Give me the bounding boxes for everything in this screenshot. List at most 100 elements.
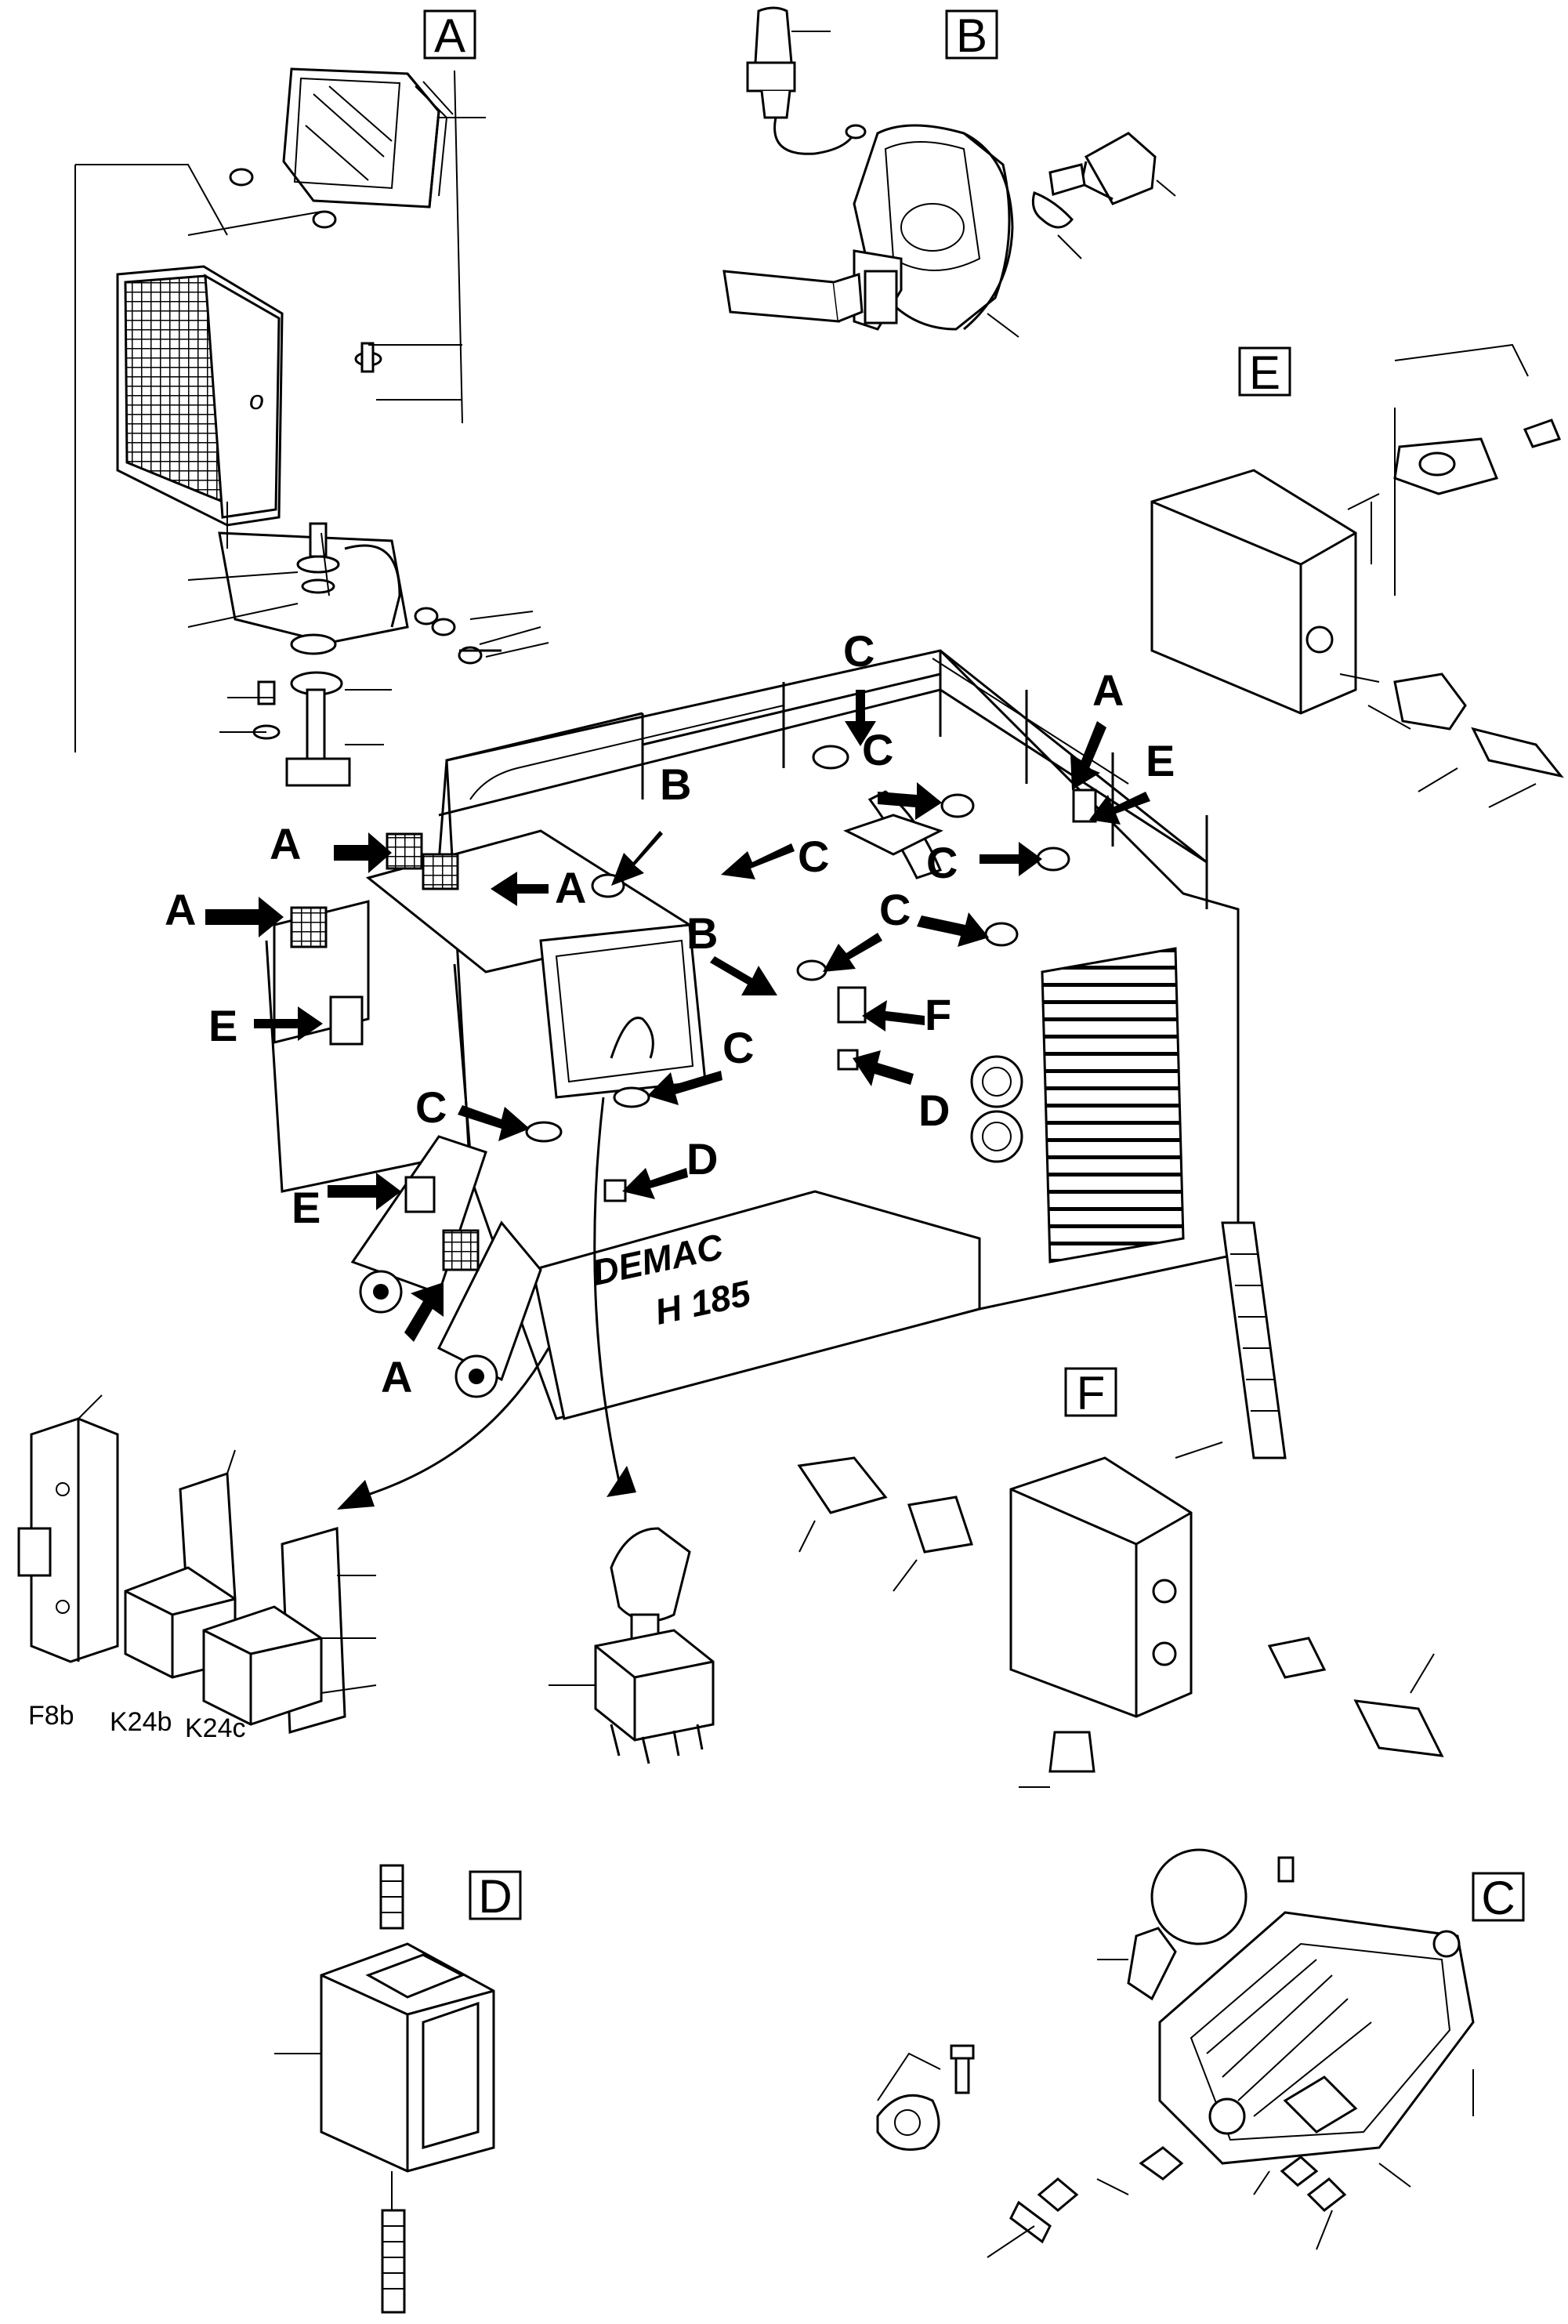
arrow-f [862, 1000, 925, 1031]
engine-louvers [1041, 947, 1185, 1264]
section-b-title-box [945, 9, 998, 60]
junction-box-e [1150, 469, 1357, 715]
switch-body [594, 1629, 715, 1742]
lamp-a2 [422, 853, 459, 890]
section-d-title-box [469, 1870, 522, 1920]
callout-c5: C [722, 1023, 754, 1072]
arrow-b2 [710, 956, 777, 995]
relay-label-f8b: F8b [28, 1701, 74, 1731]
mounting-post [306, 688, 326, 770]
section-f-title-box [1064, 1367, 1117, 1417]
arrow-c5 [917, 912, 989, 947]
section-f-junction-box: F [797, 1367, 1444, 1788]
junction-box-f [1009, 1456, 1193, 1718]
callout-e2: E [292, 1183, 320, 1232]
section-f-title: F [1077, 1367, 1106, 1419]
callout-e3: E [1146, 736, 1175, 785]
callout-a5: A [1092, 665, 1124, 715]
rubber-pad [722, 270, 840, 323]
machine-overview: DEMAC H 185 [265, 649, 1287, 1459]
callout-c2: C [798, 832, 829, 881]
arrow-c8 [647, 1071, 722, 1105]
section-e-junction-box: E [1150, 343, 1564, 808]
section-a-title-box [423, 9, 476, 60]
box-e1 [329, 995, 364, 1046]
section-e-title-box [1238, 346, 1291, 397]
callout-c4: C [879, 885, 911, 934]
callout-c1: C [843, 626, 875, 676]
callout-c7: C [862, 725, 893, 774]
arrow-c6 [823, 933, 882, 972]
callout-a4: A [381, 1352, 412, 1401]
box-f [837, 986, 867, 1024]
callouts: A A A A A B B C C C C C C C D D E E E F [165, 626, 1175, 1401]
relay-group: F8b K24b K24c [17, 1394, 377, 1743]
arrow-a3 [205, 897, 284, 937]
svg-text:o: o [249, 386, 264, 415]
section-b-headlamp: B [722, 6, 1176, 338]
section-a-work-lights: A o [74, 9, 549, 787]
section-d-toggle-switch: D [274, 1864, 522, 2314]
callout-b2: B [686, 908, 718, 958]
section-e-title: E [1249, 346, 1280, 399]
side-panel [531, 1190, 981, 1420]
section-b-title: B [956, 9, 987, 62]
fan-upper [970, 1055, 1023, 1108]
marker-bulb [1150, 1848, 1248, 1945]
fan-lower [970, 1110, 1023, 1163]
arrow-d1 [853, 1050, 914, 1086]
arrow-c2 [878, 782, 942, 820]
halogen-bulb [754, 6, 793, 64]
arrow-a2 [491, 872, 549, 906]
spring-washer [1031, 191, 1074, 229]
gland-f2 [1267, 1637, 1327, 1679]
callout-c6: C [415, 1082, 447, 1132]
cable-end-f [1353, 1699, 1444, 1757]
callout-d1: D [918, 1086, 950, 1135]
gland-f1 [907, 1496, 973, 1554]
callout-f: F [925, 990, 951, 1039]
lamp-a3 [290, 906, 328, 948]
arrow-c4 [980, 842, 1042, 876]
relay-k24c [202, 1605, 323, 1726]
arrow-c1 [845, 690, 876, 746]
arrow-a1 [334, 832, 392, 873]
arrow-c7 [458, 1105, 530, 1141]
section-c-marker-lamp: C [876, 1848, 1525, 2258]
arrow-b1 [611, 831, 663, 886]
arrow-e2 [328, 1173, 401, 1210]
callout-b1: B [660, 760, 691, 809]
box-e2 [404, 1176, 436, 1213]
cable-end [1471, 727, 1564, 778]
arrow-a5 [1070, 721, 1106, 790]
callout-a1: A [270, 819, 301, 868]
arrow-c3 [721, 843, 795, 879]
callout-e1: E [208, 1001, 237, 1050]
lamp-a1 [386, 832, 423, 870]
callout-d2: D [686, 1134, 718, 1184]
cable-connector [797, 1456, 888, 1514]
washer [290, 633, 337, 655]
detail-pointers [337, 1097, 636, 1510]
cable-lower [381, 2209, 406, 2314]
section-c-title-box [1472, 1872, 1525, 1922]
arrow-e1 [254, 1006, 323, 1041]
relay-label-k24c: K24c [185, 1713, 246, 1743]
hex-bolt [1084, 132, 1157, 205]
box-e3 [1072, 789, 1097, 823]
arrow-a4 [404, 1282, 444, 1342]
cab-window [539, 923, 707, 1099]
rotary-switch [549, 1527, 715, 1764]
section-d-title: D [478, 1870, 512, 1923]
lamp-a4 [442, 1229, 480, 1271]
relay-label-k24b: K24b [110, 1707, 172, 1737]
cable-gland [1393, 673, 1467, 731]
switch-d1 [603, 1179, 627, 1202]
arrow-e3 [1089, 792, 1150, 825]
ladder [1221, 1221, 1287, 1459]
callout-c3: C [926, 838, 958, 887]
plug-f [1048, 1731, 1095, 1773]
arrow-d2 [622, 1168, 688, 1199]
lamp-socket [876, 2094, 940, 2151]
